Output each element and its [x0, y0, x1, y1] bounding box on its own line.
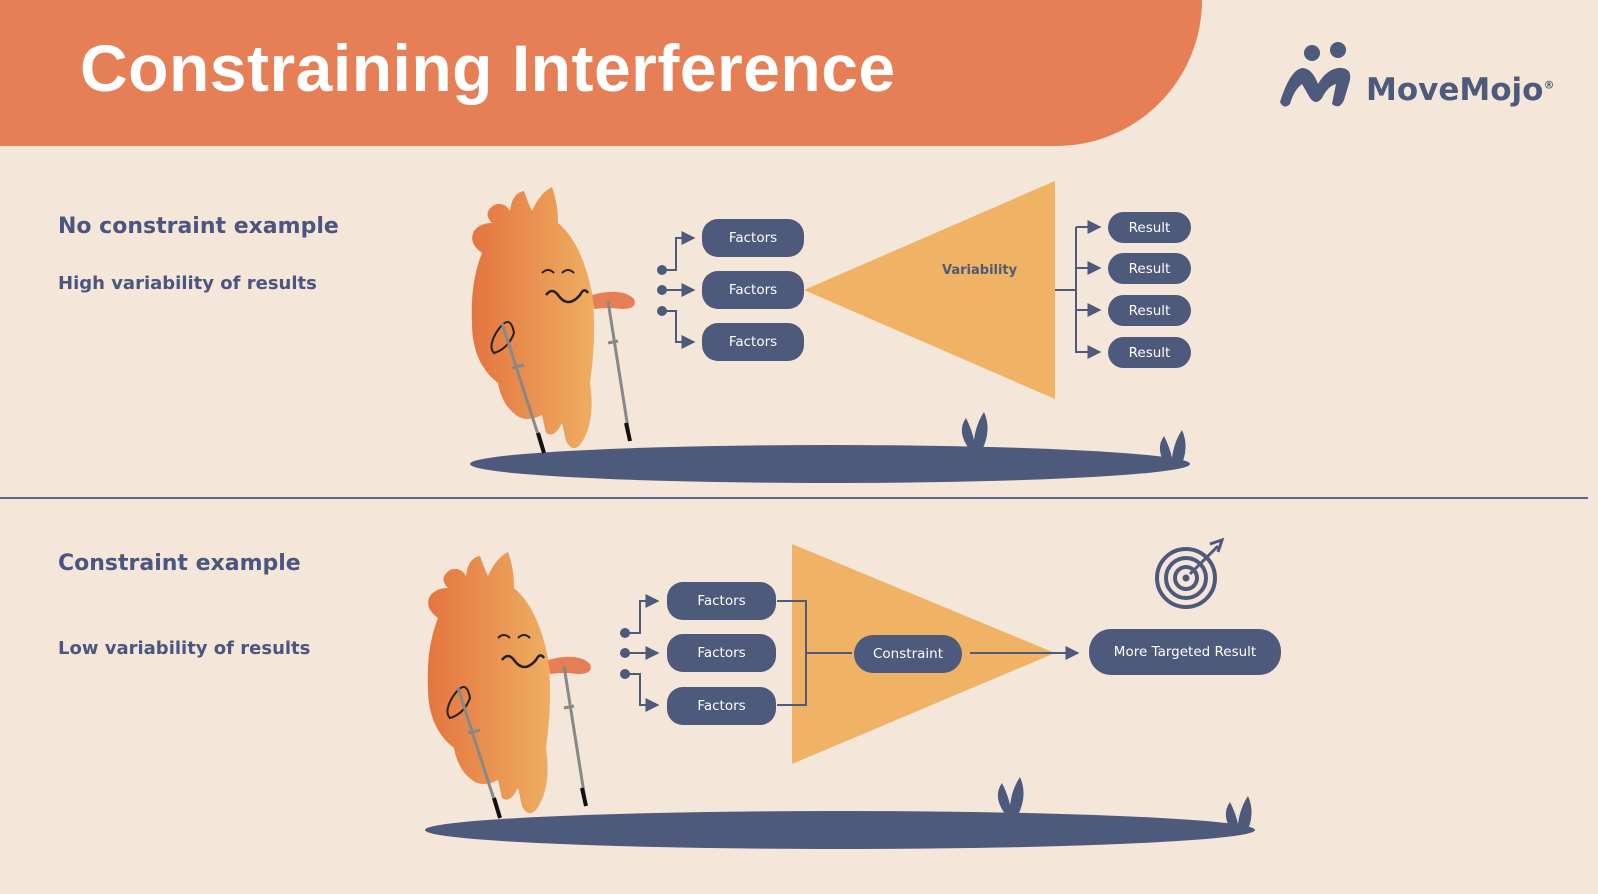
- target-icon: [1155, 537, 1225, 609]
- no-constraint-subheading: High variability of results: [58, 273, 317, 294]
- variability-label: Variability: [942, 263, 1018, 278]
- mojo-character: [425, 550, 593, 832]
- factor-box: Factors: [667, 687, 776, 725]
- factor-box: Factors: [702, 219, 804, 257]
- factor-box: Factors: [702, 271, 804, 309]
- movemojo-logo-icon: [1280, 42, 1351, 107]
- brand-name: MoveMojo®: [1366, 72, 1555, 108]
- section-divider: [0, 497, 1588, 499]
- constraint-heading: Constraint example: [58, 551, 301, 576]
- result-box: Result: [1108, 253, 1191, 284]
- constraint-connectors: [777, 600, 1080, 706]
- ground-shadow: [425, 811, 1255, 849]
- factor-connectors: [620, 594, 660, 712]
- constraint-box: Constraint: [854, 635, 962, 673]
- factor-box: Factors: [667, 634, 776, 672]
- variability-triangle: [804, 181, 1055, 399]
- constraint-subheading: Low variability of results: [58, 638, 311, 659]
- sprout-decoration: [997, 777, 1024, 815]
- ground-shadow: [470, 445, 1190, 483]
- mojo-character: [469, 185, 637, 467]
- targeted-result-box: More Targeted Result: [1089, 629, 1281, 675]
- result-box: Result: [1108, 337, 1191, 368]
- no-constraint-heading: No constraint example: [58, 214, 339, 239]
- result-box: Result: [1108, 212, 1191, 243]
- result-box: Result: [1108, 295, 1191, 326]
- factor-connectors: [657, 231, 696, 349]
- result-connectors: [1055, 220, 1102, 359]
- factor-box: Factors: [702, 323, 804, 361]
- header-banner: [0, 0, 1202, 146]
- sprout-decoration: [961, 412, 988, 450]
- factor-box: Factors: [667, 582, 776, 620]
- page-title: Constraining Interference: [80, 31, 896, 105]
- brand-logo: MoveMojo®: [1280, 40, 1580, 120]
